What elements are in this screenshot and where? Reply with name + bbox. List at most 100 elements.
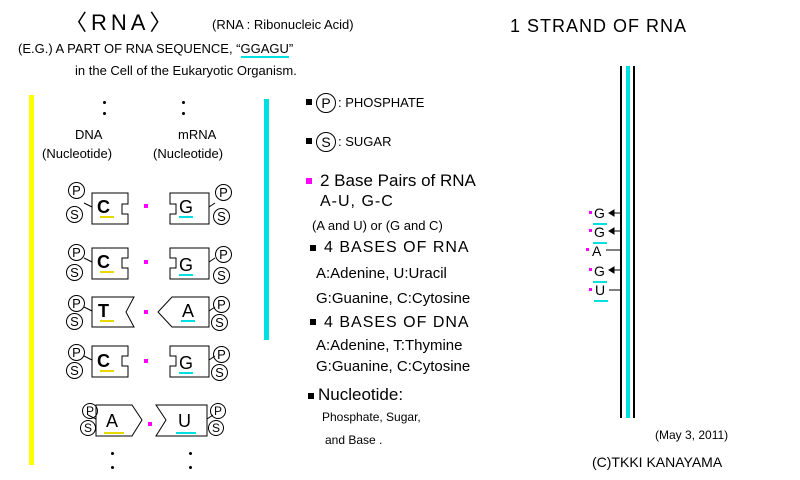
yellow-border-bar <box>29 95 34 465</box>
bullet-square <box>310 319 316 325</box>
phosphate-circle: P <box>215 246 232 263</box>
rna-base-letter: G <box>179 353 194 373</box>
phosphate-circle: P <box>68 182 85 199</box>
rna-nucleotide-shape <box>155 404 208 437</box>
dna-nucleotide-shape <box>91 296 135 328</box>
bullet-square-magenta <box>306 178 312 184</box>
bullet-square <box>306 138 312 144</box>
rna-base-letter: U <box>178 411 191 431</box>
sugar-symbol: S <box>316 132 336 152</box>
dna-base-underline <box>100 271 114 273</box>
dna-base-letter: T <box>98 301 109 321</box>
sugar-circle: S <box>213 267 230 284</box>
hydrogen-bond-marker <box>144 359 148 363</box>
nucleotide-pair-1 <box>83 192 216 225</box>
page-subtitle: (RNA : Ribonucleic Acid) <box>212 17 354 32</box>
continuation-dot <box>189 466 192 469</box>
strand-base-marker <box>589 288 592 291</box>
dna-base-underline <box>100 320 114 322</box>
strand-base-letter: G <box>594 205 605 221</box>
base-pairs-title: 2 Base Pairs of RNA <box>320 171 476 190</box>
mrna-column-label: mRNA <box>178 127 217 142</box>
dna-nucleotide-shape <box>91 345 129 378</box>
dna-base-underline <box>100 216 114 218</box>
phosphate-symbol: P <box>316 93 336 113</box>
phosphate-circle: P <box>210 403 226 419</box>
mrna-column-sub: (Nucleotide) <box>153 146 224 161</box>
example-sequence: GGAGU <box>240 41 289 58</box>
strand-bonds <box>606 209 621 291</box>
hydrogen-bond-marker <box>148 422 152 426</box>
rna-nucleotide-shape <box>169 345 210 378</box>
strand-base-letter: G <box>594 224 605 240</box>
phosphate-circle: P <box>68 344 85 361</box>
example-line: (E.G.) A PART OF RNA SEQUENCE, “GGAGU” <box>18 41 294 58</box>
example-suffix: ” <box>288 41 294 56</box>
continuation-dot <box>189 452 192 455</box>
base-pairs-note: (A and U) or (G and C) <box>312 218 443 233</box>
hydrogen-bond-marker <box>144 204 148 208</box>
sugar-circle: S <box>66 313 83 330</box>
bullet-square <box>308 393 314 399</box>
dna-base-letter: C <box>97 252 110 272</box>
strand-base-underlines <box>593 223 608 302</box>
dna-nucleotide-shape <box>91 247 129 280</box>
rna-base-letter: G <box>179 255 194 275</box>
phosphate-circle: P <box>213 296 230 313</box>
example-prefix: (E.G.) A PART OF RNA SEQUENCE, “ <box>18 41 241 56</box>
continuation-dot <box>111 452 114 455</box>
rna-base-underline <box>181 320 195 322</box>
dna-base-letter: C <box>97 197 110 217</box>
continuation-dot <box>103 112 106 115</box>
phosphate-circle: P <box>68 244 85 261</box>
page-title: 〈RNA〉 <box>65 10 176 35</box>
rna-nucleotide-shape <box>169 192 210 225</box>
continuation-dot <box>103 101 106 104</box>
sugar-circle: S <box>66 362 83 379</box>
dna-bases-line1: A:Adenine, T:Thymine <box>316 337 463 354</box>
sugar-circle: S <box>211 364 228 381</box>
copyright-label: (C)TKKI KANAYAMA <box>592 454 723 470</box>
hydrogen-bond-marker <box>144 260 148 264</box>
strand-base-letter: U <box>595 282 606 298</box>
continuation-dot <box>182 101 185 104</box>
rna-base-letter: G <box>179 197 194 217</box>
nucleotide-pair-2 <box>83 247 216 280</box>
strand-title: 1 STRAND OF RNA <box>510 16 688 36</box>
sugar-circle: S <box>208 420 224 436</box>
dna-column-label: DNA <box>75 127 103 142</box>
rna-bases-line2: G:Guanine, C:Cytosine <box>316 290 471 307</box>
dna-bases-title: 4 BASES OF DNA <box>324 314 470 331</box>
continuation-dot <box>111 466 114 469</box>
sugar-circle: S <box>66 264 83 281</box>
dna-base-letter: A <box>106 411 119 431</box>
bullet-square <box>306 99 312 105</box>
dna-nucleotide-shape <box>95 404 143 437</box>
hydrogen-bond-marker <box>144 310 148 314</box>
strand-base-letter: G <box>594 263 605 279</box>
phosphate-circle: P <box>68 295 85 312</box>
bullet-square <box>310 245 316 251</box>
dna-base-underline <box>100 370 114 372</box>
dna-column-sub: (Nucleotide) <box>42 146 113 161</box>
rna-bases-title: 4 BASES OF RNA <box>324 239 470 256</box>
rna-bases-line1: A:Adenine, U:Uracil <box>316 265 447 282</box>
phosphate-circle: P <box>213 346 230 363</box>
nucleotide-title: Nucleotide: <box>318 385 404 404</box>
continuation-dot <box>182 112 185 115</box>
nucleotide-line2: and Base . <box>325 433 383 447</box>
example-line2: in the Cell of the Eukaryotic Organism. <box>75 63 297 78</box>
sugar-circle: S <box>80 420 96 436</box>
sugar-circle: S <box>211 314 228 331</box>
sugar-circle: S <box>66 206 83 223</box>
rna-base-letter: A <box>182 301 195 321</box>
phosphate-circle: P <box>82 403 98 419</box>
base-pairs-line: A-U, G-C <box>320 193 394 210</box>
sugar-label: : SUGAR <box>338 134 392 149</box>
dna-bases-line2: G:Guanine, C:Cytosine <box>316 358 471 375</box>
phosphate-circle: P <box>215 184 232 201</box>
strand-base-marker <box>589 268 592 271</box>
rna-base-underline <box>179 274 193 276</box>
dna-base-underline <box>104 432 124 434</box>
